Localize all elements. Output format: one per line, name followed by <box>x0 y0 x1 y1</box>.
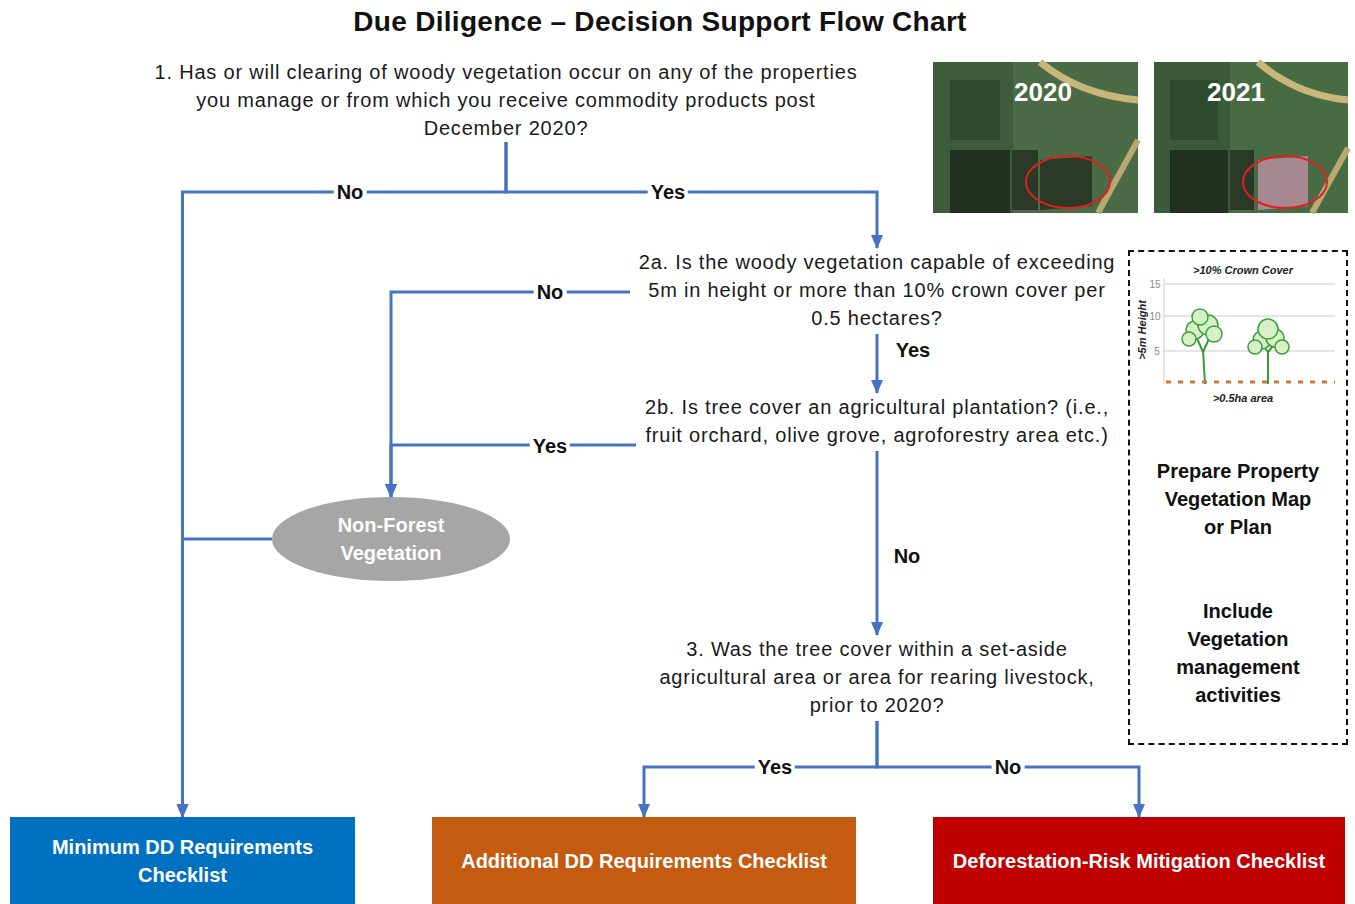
tree-canopy <box>1248 319 1289 354</box>
node-text: 3. Was the tree cover within a set-aside… <box>640 635 1114 719</box>
connector <box>644 721 877 817</box>
edge-label: Yes <box>648 181 688 203</box>
highlight-ellipse <box>1243 156 1327 208</box>
connector <box>391 445 636 497</box>
field <box>1230 150 1254 210</box>
leaf-cluster <box>1192 309 1208 325</box>
checklist-box: Additional DD Requirements Checklist <box>432 817 856 904</box>
tree-patch <box>1040 156 1092 210</box>
connector <box>391 292 630 497</box>
decision-question: 2b. Is tree cover an agricultural planta… <box>636 393 1118 449</box>
checklist-box: Deforestation-Risk Mitigation Checklist <box>933 817 1345 904</box>
grid-line <box>1164 316 1335 317</box>
leaf-cluster <box>1206 326 1222 342</box>
decision-question: 2a. Is the woody vegetation capable of e… <box>630 248 1124 332</box>
figure-label: >10% Crown Cover <box>1193 264 1293 276</box>
axis-title: >5m Height <box>1136 300 1148 360</box>
connector <box>183 539 273 817</box>
connector <box>183 142 507 817</box>
node-text: 2b. Is tree cover an agricultural planta… <box>640 393 1114 449</box>
highlight-ellipse <box>1026 156 1110 208</box>
node-text: Include Vegetation management activities <box>1156 597 1320 709</box>
connector <box>877 721 1139 817</box>
terminal-ellipse: Non-Forest Vegetation <box>272 497 510 581</box>
edge-label: No <box>334 181 367 203</box>
edge-label: No <box>992 756 1025 778</box>
node-text: 2a. Is the woody vegetation capable of e… <box>634 248 1120 332</box>
road <box>1312 148 1348 213</box>
node-text: 1. Has or will clearing of woody vegetat… <box>144 58 868 142</box>
edge-label: Yes <box>893 339 933 361</box>
tree-canopy <box>1182 309 1222 346</box>
leaf-cluster <box>1275 340 1289 354</box>
field <box>1170 150 1228 213</box>
node-text: Deforestation-Risk Mitigation Checklist <box>953 847 1325 875</box>
cleared-patch <box>1258 156 1308 210</box>
axis-tick: 5 <box>1154 346 1160 357</box>
road <box>1258 62 1348 100</box>
leaf-cluster <box>1182 332 1196 346</box>
decision-question: 3. Was the tree cover within a set-aside… <box>636 635 1118 719</box>
satellite-image-2021 <box>1154 62 1348 213</box>
connector <box>506 142 877 248</box>
edge-label: Yes <box>530 435 570 457</box>
node-text: Non-Forest Vegetation <box>316 511 466 567</box>
chart-title: Due Diligence – Decision Support Flow Ch… <box>353 6 966 38</box>
ground-line <box>1166 381 1335 384</box>
satellite-image-2020 <box>933 62 1138 213</box>
field <box>933 62 1013 213</box>
connector <box>876 334 879 393</box>
figure-label: >0.5ha area <box>1213 392 1273 404</box>
connector <box>876 451 879 635</box>
leaf-cluster <box>1258 319 1278 339</box>
field <box>1154 62 1348 213</box>
year-label: 2021 <box>1207 77 1265 108</box>
field <box>950 150 1010 213</box>
road <box>1098 140 1138 213</box>
checklist-box: Minimum DD Requirements Checklist <box>10 817 355 904</box>
node-text: Minimum DD Requirements Checklist <box>24 833 341 889</box>
edge-label: No <box>534 281 567 303</box>
grid-line <box>1164 284 1335 285</box>
leaf-cluster <box>1248 340 1262 354</box>
question-text: 1. Has or will clearing of woody vegetat… <box>140 58 872 142</box>
crown-cover-figure <box>1164 278 1335 384</box>
year-label: 2020 <box>1014 77 1072 108</box>
axis-tick: 10 <box>1149 311 1160 322</box>
axis-line <box>1164 278 1165 384</box>
ellipse-fill <box>272 497 510 581</box>
dashed-note-box: Prepare Property Vegetation Map or PlanI… <box>1128 250 1348 745</box>
field <box>1012 150 1038 210</box>
field <box>933 62 1138 213</box>
ellipse-shape <box>272 497 510 581</box>
edge-label: Yes <box>755 756 795 778</box>
field <box>950 80 1000 140</box>
node-text: Additional DD Requirements Checklist <box>461 847 827 875</box>
node-text: Prepare Property Vegetation Map or Plan <box>1156 457 1320 541</box>
edge-label: No <box>891 545 924 567</box>
axis-tick: 15 <box>1149 279 1160 290</box>
